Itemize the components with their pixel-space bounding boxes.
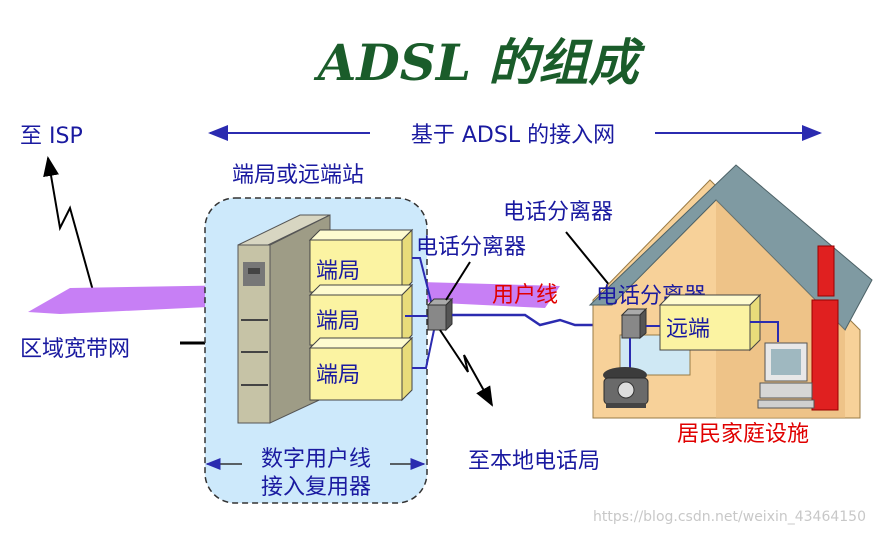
to-isp-label: 至 ISP — [20, 124, 83, 149]
splitter-label-top: 电话分离器 — [503, 200, 613, 225]
to-local-office-line — [439, 329, 493, 407]
module-3: 端局 — [308, 336, 414, 402]
module-3-label: 端局 — [316, 363, 360, 388]
remote-unit: 远端 — [658, 293, 762, 352]
subscriber-line-label: 用户线 — [492, 283, 558, 308]
watermark-text: https://blog.csdn.net/weixin_43464150 — [593, 509, 866, 525]
splitter-box-icon — [426, 297, 454, 332]
module-1-label: 端局 — [316, 259, 360, 284]
splitter-left-pointer — [445, 261, 471, 301]
to-local-office-label: 至本地电话局 — [468, 449, 600, 474]
home-equipment-label: 居民家庭设施 — [677, 422, 809, 447]
home-splitter-icon — [620, 307, 648, 340]
telephone-icon — [603, 367, 649, 408]
module-2-label: 端局 — [316, 309, 360, 334]
dslam-label-line2: 接入复用器 — [261, 475, 371, 500]
adsl-access-network-label: 基于 ADSL 的接入网 — [411, 123, 615, 148]
computer-icon — [757, 342, 815, 409]
subscriber-line — [452, 313, 622, 327]
remote-unit-label: 远端 — [666, 317, 710, 342]
regional-broadband-label: 区域宽带网 — [20, 337, 130, 362]
module-line-3 — [412, 329, 435, 369]
module-2: 端局 — [308, 283, 414, 347]
module-1: 端局 — [308, 228, 414, 294]
central-office-label: 端局或远端站 — [232, 163, 364, 188]
page-title: ADSL 的组成 — [314, 33, 646, 92]
splitter-label-left: 电话分离器 — [416, 235, 526, 260]
module-line-1 — [412, 257, 433, 306]
isp-lightning-icon — [43, 156, 96, 299]
remote-to-pc-line — [750, 321, 779, 342]
dslam-label-line1: 数字用户线 — [261, 447, 371, 472]
